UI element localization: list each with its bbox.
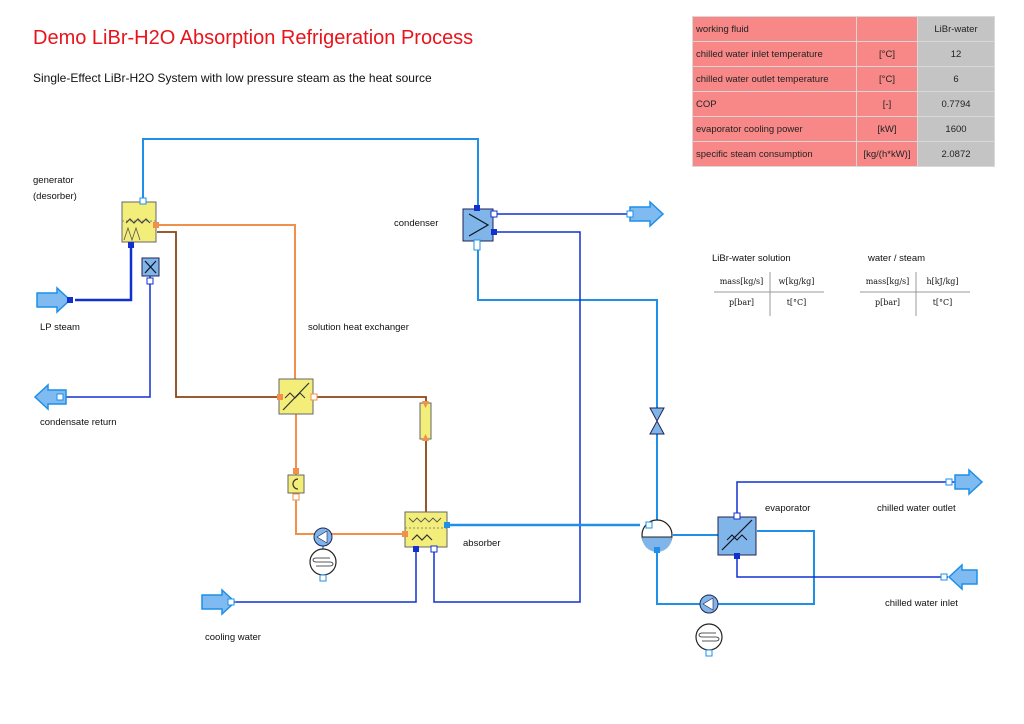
page-subtitle: Single-Effect LiBr-H2O System with low p… — [33, 71, 432, 85]
label-solution-heat-exchanger: solution heat exchanger — [308, 322, 409, 333]
results-cell-unit: [kg/(h*kW)] — [856, 141, 918, 167]
condensate-return-arrow-icon — [33, 383, 67, 411]
connectors — [56, 210, 953, 657]
label-absorber: absorber — [463, 538, 501, 549]
results-cell-unit: [-] — [856, 91, 918, 117]
pipe-strong-solution — [157, 224, 296, 379]
chilled-water-outlet-arrow-icon — [954, 468, 984, 496]
results-cell-name: evaporator cooling power — [692, 116, 857, 142]
absorber-pump-icon — [309, 527, 337, 576]
legend-water-tl: mass[kg/s] — [865, 277, 910, 286]
pipe-cooling-water-in — [232, 550, 417, 603]
results-row: working fluid LiBr-water — [692, 16, 995, 42]
pipe-vapor-to-condenser — [142, 138, 479, 209]
label-lp-steam: LP steam — [40, 322, 80, 333]
label-chilled-water-inlet: chilled water inlet — [885, 598, 958, 609]
results-cell-name: working fluid — [692, 16, 857, 42]
results-cell-value: LiBr-water — [917, 16, 995, 42]
lp-steam-arrow-icon — [36, 286, 72, 314]
expansion-valve-icon — [649, 407, 665, 435]
results-cell-value: 1600 — [917, 116, 995, 142]
results-cell-unit — [856, 16, 918, 42]
evaporator-icon — [717, 512, 757, 559]
condenser-icon — [462, 205, 498, 251]
label-condenser: condenser — [394, 218, 439, 229]
steam-trap-icon — [141, 257, 160, 277]
legend-solution-br: t[°C] — [786, 298, 807, 307]
pipe-separator-to-pump — [656, 550, 700, 605]
pipe-solution-hx-to-absorber — [313, 396, 427, 512]
results-row: evaporator cooling power[kW]1600 — [692, 116, 995, 142]
results-row: specific steam consumption[kg/(h*kW)]2.0… — [692, 141, 995, 167]
label-generator: generator — [33, 175, 74, 186]
condenser-outlet-arrow-icon — [629, 200, 665, 228]
pipe-weak-solution — [157, 231, 279, 398]
chilled-water-inlet-arrow-icon — [947, 563, 978, 591]
results-cell-value: 12 — [917, 41, 995, 67]
legend-solution-tl: mass[kg/s] — [719, 277, 764, 286]
results-cell-name: specific steam consumption — [692, 141, 857, 167]
pipe-lp-steam — [75, 240, 133, 302]
results-cell-value: 0.7794 — [917, 91, 995, 117]
legend-water-br: t[°C] — [932, 298, 953, 307]
legend-solution-bl: p[bar] — [728, 298, 755, 307]
pipe-pump-to-evaporator — [718, 530, 815, 605]
legend-water: mass[kg/s] h[kJ/kg] p[bar] t[°C] — [860, 272, 970, 316]
solution-throttle-icon — [419, 401, 432, 441]
pipe-condensate-to-valve — [477, 250, 658, 408]
legend-solution: mass[kg/s] w[kg/kg] p[bar] t[°C] — [714, 272, 824, 316]
legend-water-bl: p[bar] — [874, 298, 901, 307]
legend-solution-tr: w[kg/kg] — [778, 277, 815, 286]
pipe-condensate-return — [60, 276, 151, 398]
pipe-solution-pump-to-absorber — [295, 493, 407, 535]
results-cell-value: 6 — [917, 66, 995, 92]
pipe-chilled-water-inlet — [736, 555, 948, 578]
results-cell-unit: [kW] — [856, 116, 918, 142]
legend-water-title: water / steam — [868, 253, 926, 264]
results-cell-unit: [°C] — [856, 66, 918, 92]
results-cell-name: chilled water inlet temperature — [692, 41, 857, 67]
label-desorber: (desorber) — [33, 191, 77, 202]
results-cell-name: chilled water outlet temperature — [692, 66, 857, 92]
evaporator-pump-icon — [695, 594, 723, 651]
pipe-chilled-water-outlet — [736, 481, 955, 517]
label-chilled-water-outlet: chilled water outlet — [877, 503, 956, 514]
pipe-condenser-cw-in — [433, 231, 581, 603]
legend-solution-title: LiBr-water solution — [712, 253, 791, 264]
generator-icon — [121, 197, 159, 243]
page-title: Demo LiBr-H2O Absorption Refrigeration P… — [33, 27, 474, 49]
results-cell-unit: [°C] — [856, 41, 918, 67]
results-row: chilled water outlet temperature[°C]6 — [692, 66, 995, 92]
solution-heat-exchanger-icon — [277, 378, 318, 415]
label-evaporator: evaporator — [765, 503, 811, 514]
results-row: chilled water inlet temperature[°C]12 — [692, 41, 995, 67]
results-cell-value: 2.0872 — [917, 141, 995, 167]
solution-pump-icon — [287, 474, 305, 494]
absorber-icon — [402, 511, 450, 548]
cooling-water-arrow-icon — [201, 588, 237, 616]
results-row: COP[-]0.7794 — [692, 91, 995, 117]
results-cell-name: COP — [692, 91, 857, 117]
label-cooling-water: cooling water — [205, 632, 261, 643]
label-condensate-return: condensate return — [40, 417, 117, 428]
legend-water-tr: h[kJ/kg] — [926, 277, 959, 286]
